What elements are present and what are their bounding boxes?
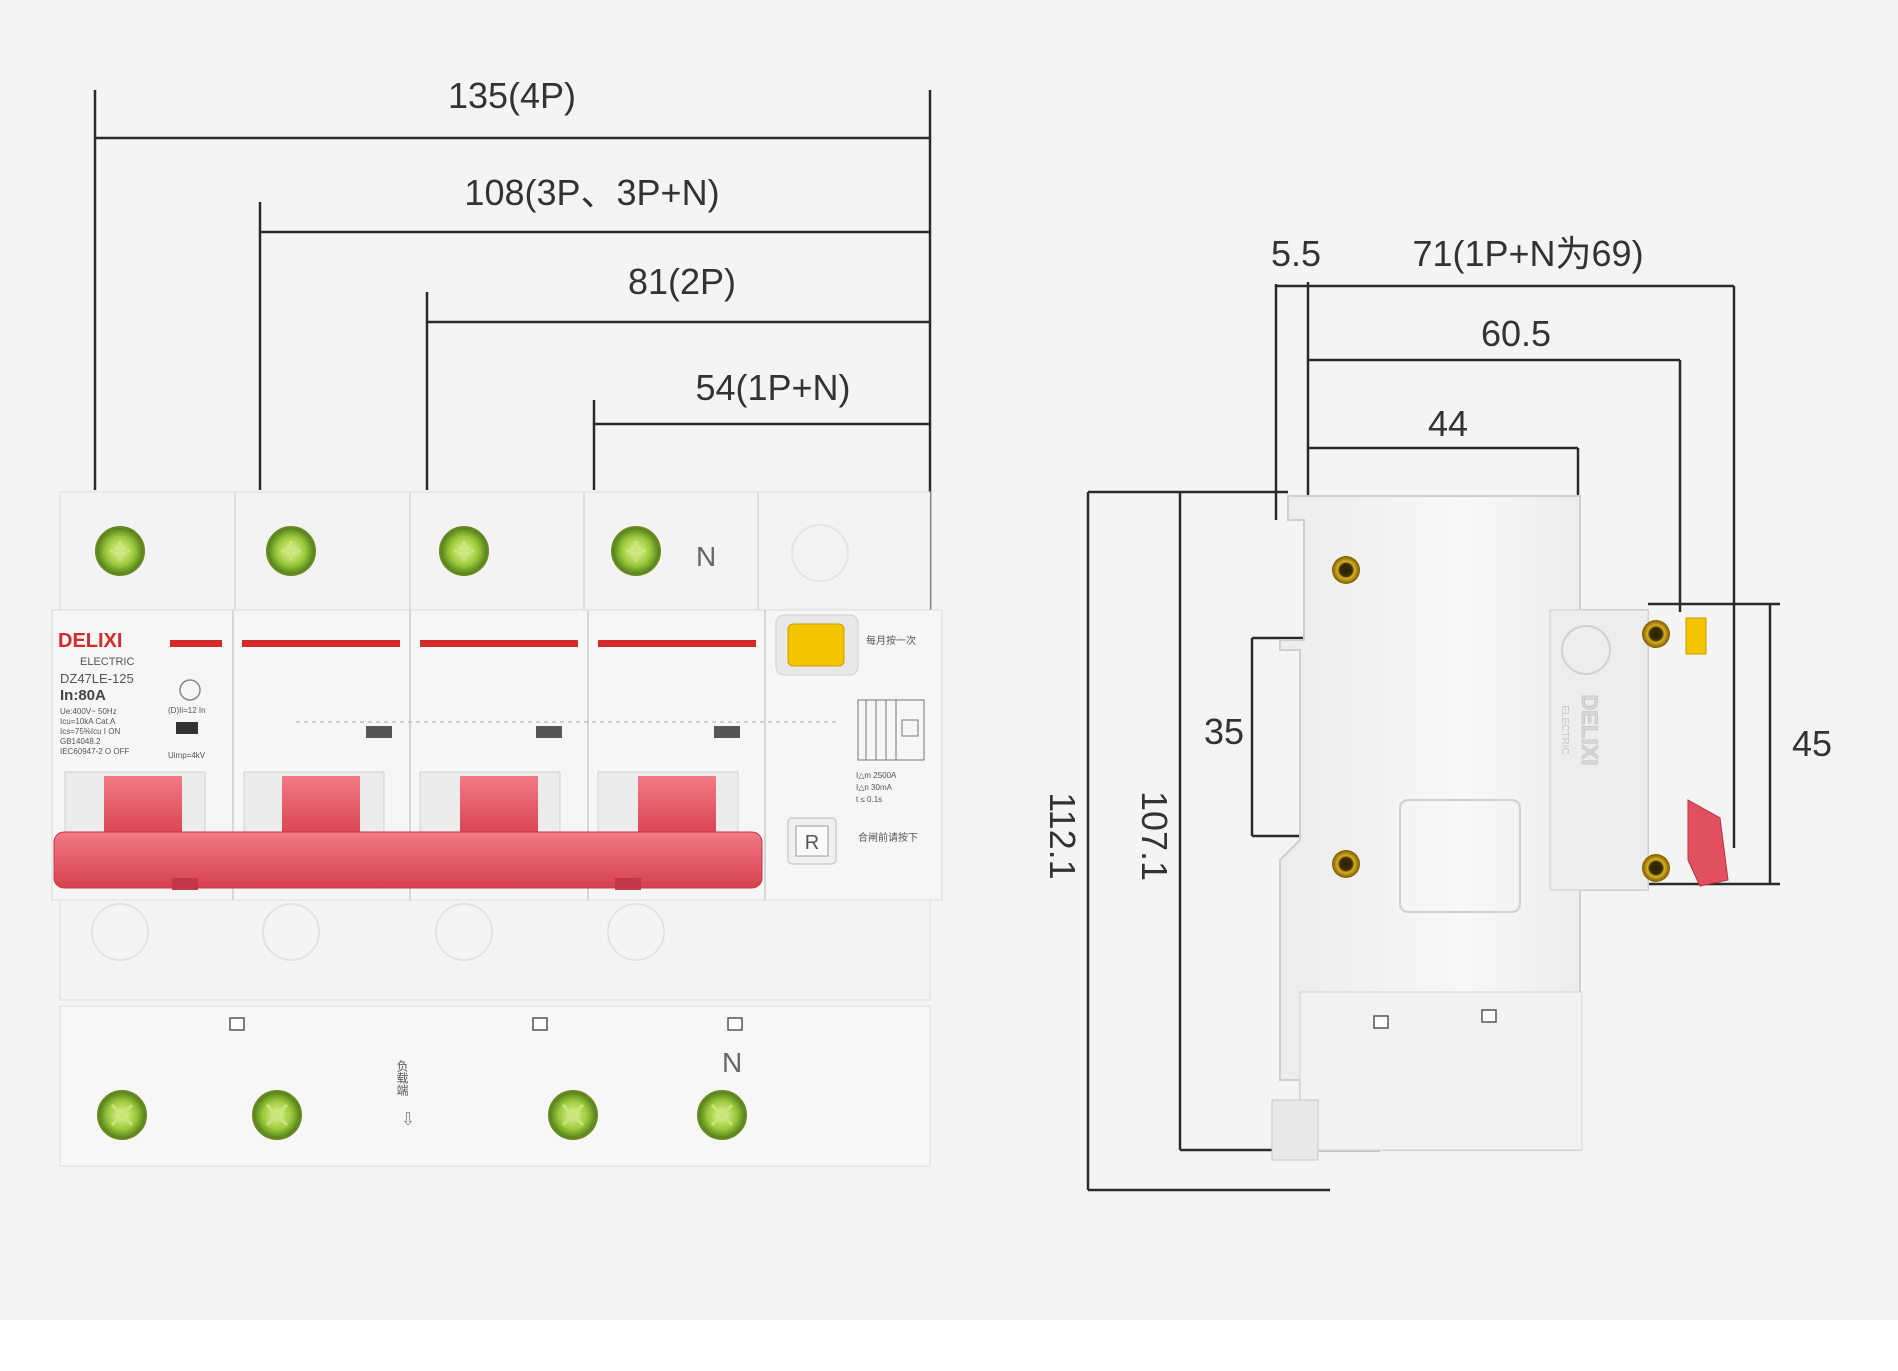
uimp-label: Uimp=4kV <box>168 751 206 760</box>
dim-35-label: 35 <box>1204 711 1244 752</box>
leakage-line-1: I△m 2500A <box>856 771 897 780</box>
test-button[interactable] <box>787 623 845 667</box>
leakage-line-3: t ≤ 0.1s <box>856 795 882 804</box>
terminal-screws-top <box>95 526 661 576</box>
dim-44-label: 44 <box>1428 403 1468 444</box>
pole-handles <box>53 771 763 890</box>
load-arrow-icon: ⇩ <box>400 1109 415 1129</box>
spec-line-4: GB14048.2 <box>60 737 101 746</box>
brand-logo: DELIXI <box>58 630 122 652</box>
dim-112-1-label: 112.1 <box>1042 792 1083 879</box>
spec-line-3: Ics=75%Icu I ON <box>60 727 120 736</box>
side-top-dimensions <box>1274 282 1736 848</box>
side-handle <box>1687 799 1729 887</box>
neutral-label-top: N <box>696 541 716 572</box>
handle-tie-bar[interactable] <box>53 831 763 889</box>
front-width-dimensions <box>93 90 932 610</box>
dim-54-1pn-label: 54(1P+N) <box>695 367 850 408</box>
dim-45-label: 45 <box>1792 723 1832 764</box>
rating-label: In:80A <box>60 687 106 704</box>
trip-note: (D)Ii=12 In <box>168 706 206 715</box>
side-height-dimensions <box>1086 490 1780 1192</box>
dim-5-5-label: 5.5 <box>1271 233 1321 274</box>
spec-line-1: Ue:400V~ 50Hz <box>60 707 117 716</box>
reset-button-label: R <box>805 832 819 854</box>
neutral-label-bottom: N <box>722 1047 742 1078</box>
brand-sub: ELECTRIC <box>80 656 134 668</box>
breaker-side: DELIXI ELECTRIC <box>1271 495 1729 1161</box>
terminal-screws-bottom <box>97 1090 747 1140</box>
breaker-front: N DELIXI ELECTRIC DZ47LE-125 In:80A Ue:4… <box>51 491 943 1167</box>
embossed-brand: DELIXI <box>1577 695 1602 766</box>
dim-81-2p-label: 81(2P) <box>628 261 736 302</box>
dim-108-3p-label: 108(3P、3P+N) <box>464 172 719 213</box>
dim-60-5-label: 60.5 <box>1481 313 1551 354</box>
wiring-schematic-icon <box>857 699 925 761</box>
dim-135-4p-label: 135(4P) <box>448 75 576 116</box>
dim-107-1-label: 107.1 <box>1134 791 1175 881</box>
model-label: DZ47LE-125 <box>60 671 134 686</box>
embossed-sub: ELECTRIC <box>1559 705 1570 754</box>
load-side-text: 负载端 <box>395 1060 409 1097</box>
side-screws <box>1332 556 1670 882</box>
spec-line-2: Icu=10kA Cat.A <box>60 717 116 726</box>
reset-note: 合闸前请按下 <box>858 831 918 844</box>
side-test-button <box>1685 617 1707 655</box>
ccc-mark-icon <box>179 679 201 701</box>
test-note: 每月按一次 <box>866 634 916 647</box>
leakage-line-2: I△n 30mA <box>856 783 893 792</box>
drawing-canvas: 135(4P) 108(3P、3P+N) 81(2P) 54(1P+N) <box>51 75 1832 1192</box>
dim-71-label: 71(1P+N为69) <box>1412 233 1643 274</box>
dimension-diagram: 135(4P) 108(3P、3P+N) 81(2P) 54(1P+N) <box>0 0 1898 1320</box>
spec-line-5: IEC60947-2 O OFF <box>60 747 129 756</box>
